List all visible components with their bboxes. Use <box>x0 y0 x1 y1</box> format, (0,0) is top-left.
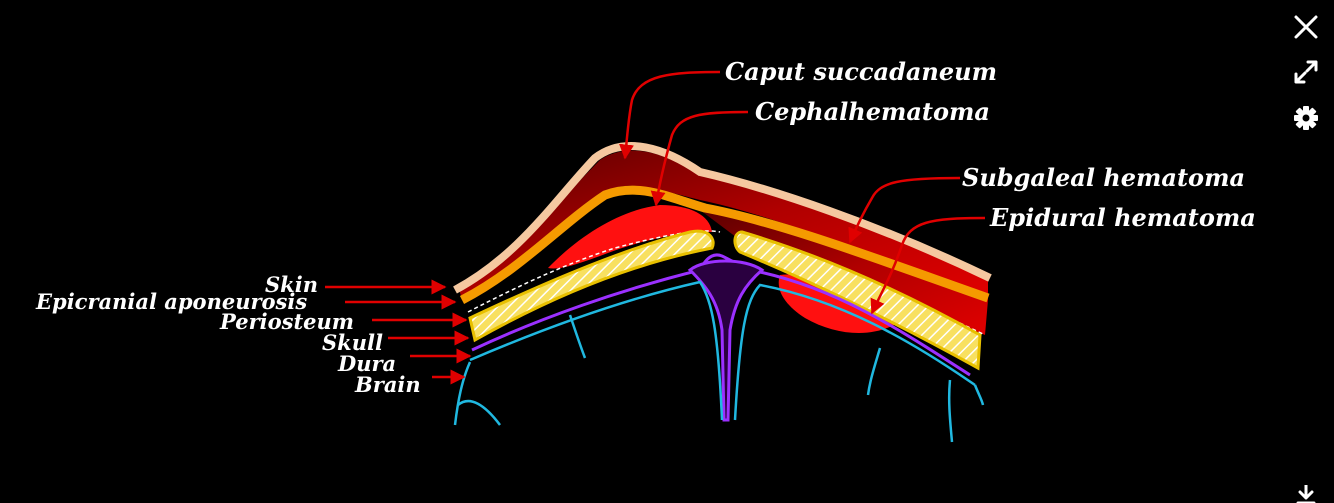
brain-label: Brain <box>354 372 421 397</box>
settings-button[interactable] <box>1292 104 1320 132</box>
cephalhematoma-region <box>548 205 712 269</box>
caput-leader-line <box>619 70 721 160</box>
skin-label: Skin <box>265 272 318 297</box>
caput-label: Caput succadaneum <box>725 57 997 86</box>
epidural-label: Epidural hematoma <box>989 203 1256 232</box>
dura-layer <box>471 253 971 377</box>
subgaleal-leader-line <box>848 176 961 244</box>
epidural-hematoma-region <box>778 274 905 333</box>
skin-layer <box>453 142 992 294</box>
epicranial-label: Epicranial aponeurosis <box>35 289 307 314</box>
dura-falx <box>687 259 765 422</box>
brain-sulcus-left <box>453 314 587 426</box>
epicranial-aponeurosis-layer <box>459 185 990 304</box>
caput-succedaneum-region <box>458 150 988 300</box>
skull-left-plate <box>468 229 715 343</box>
download-icon <box>1296 485 1316 503</box>
cephal-leader-line <box>650 110 749 207</box>
skull-right-plate <box>733 230 982 371</box>
close-button[interactable] <box>1292 13 1320 41</box>
close-icon <box>1294 15 1318 39</box>
gear-icon <box>1294 106 1318 130</box>
brain-surface <box>469 280 976 421</box>
expand-button[interactable] <box>1292 58 1320 86</box>
cephalhematoma-label: Cephalhematoma <box>755 97 990 126</box>
subgaleal-label: Subgaleal hematoma <box>962 163 1245 192</box>
dura-label: Dura <box>337 351 396 376</box>
skull-label: Skull <box>322 330 383 355</box>
epidural-leader-line <box>870 216 986 315</box>
brain-sulcus-right <box>866 347 985 443</box>
periosteum-label: Periosteum <box>219 309 354 334</box>
expand-icon <box>1294 60 1318 84</box>
download-button[interactable] <box>1292 485 1320 503</box>
